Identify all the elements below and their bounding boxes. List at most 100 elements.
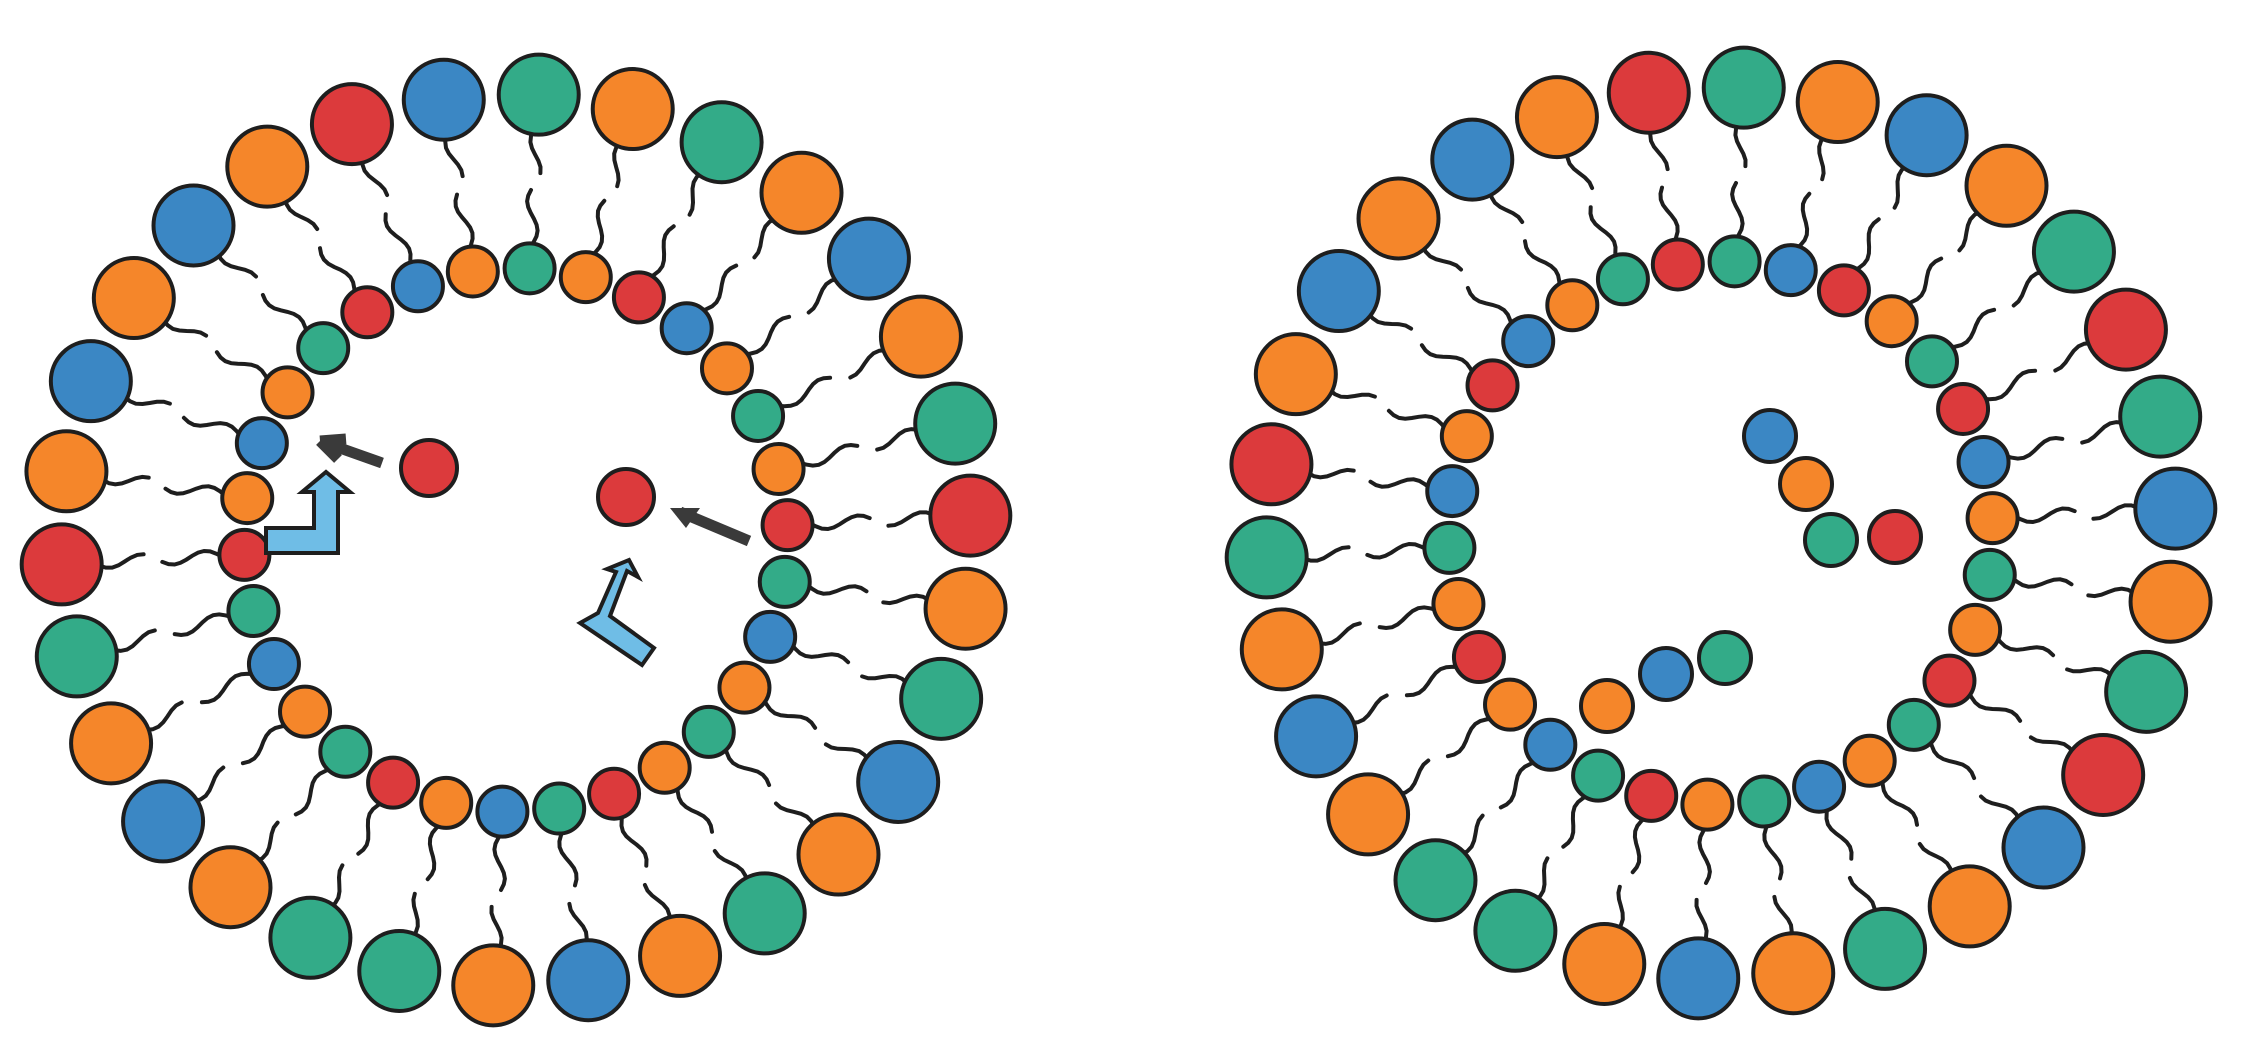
inner-lipid-head xyxy=(234,416,289,471)
outer-lipid-head xyxy=(856,739,941,824)
lipid-tail xyxy=(741,314,792,357)
outer-lipid-head xyxy=(1274,694,1359,779)
outer-lipid-head xyxy=(2104,649,2189,734)
outer-lipid-head xyxy=(34,614,119,699)
inner-lipid-head xyxy=(226,584,281,639)
lipid-tail xyxy=(293,766,335,817)
outer-lipid-head xyxy=(1239,607,1324,692)
lipid-tail xyxy=(1404,664,1462,698)
inner-lipid-head xyxy=(246,637,301,692)
inner-lipid-head xyxy=(1922,653,1977,708)
outer-lipid-head xyxy=(679,100,764,185)
lipid-tail xyxy=(1365,541,1430,560)
lipid-tail xyxy=(199,671,257,705)
outer-lipid-head xyxy=(899,656,984,741)
outer-lipid-head xyxy=(24,429,109,514)
inner-lipid-head xyxy=(390,259,445,314)
lipid-tail xyxy=(1658,185,1680,246)
lipid-tail xyxy=(1368,477,1433,491)
inner-lipid-head xyxy=(558,250,613,305)
outer-lipid-head xyxy=(1964,143,2049,228)
inner-lipid-head xyxy=(659,301,714,356)
outer-lipid-head xyxy=(638,913,723,998)
outer-lipid-head xyxy=(2083,287,2168,372)
inner-lipid-head xyxy=(366,755,421,810)
outer-lipid-head xyxy=(1229,422,1314,507)
lipid-tail xyxy=(1445,716,1496,759)
outer-lipid-head xyxy=(1656,936,1741,1021)
lipid-tail xyxy=(1523,239,1562,291)
inner-lipid-head xyxy=(757,554,812,609)
light-bent-arrow-icon xyxy=(264,469,356,555)
outer-lipid-head xyxy=(2118,374,2203,459)
outer-lipid-head xyxy=(826,216,911,301)
inner-lipid-head xyxy=(1956,434,2011,489)
inner-chain-lipid-head xyxy=(1867,509,1923,565)
inner-lipid-head xyxy=(278,684,333,739)
dark-arrowhead-icon xyxy=(670,508,700,528)
inner-lipid-head xyxy=(1483,677,1538,732)
lipid-tail xyxy=(1762,820,1784,881)
inner-lipid-head xyxy=(1936,381,1991,436)
inner-lipid-head xyxy=(743,609,798,664)
inner-lipid-head xyxy=(1864,294,1919,349)
lipid-tail xyxy=(797,442,860,468)
outer-lipid-head xyxy=(309,82,394,167)
inner-chain-lipid-head xyxy=(1697,630,1753,686)
lipid-tail xyxy=(318,246,357,298)
outer-lipid-head xyxy=(1701,45,1786,130)
inner-lipid-head xyxy=(1948,602,2003,657)
inner-lipid-head xyxy=(1545,278,1600,333)
outer-lipid-head xyxy=(1514,75,1599,160)
inner-lipid-head xyxy=(1431,577,1486,632)
inner-lipid-head xyxy=(502,241,557,296)
lipid-tail xyxy=(619,810,649,868)
outer-lipid-head xyxy=(121,779,206,864)
outer-lipid-head xyxy=(2031,209,2116,294)
dark-arrow-icon xyxy=(316,433,384,469)
lipid-tail xyxy=(1730,181,1745,243)
lipid-tail xyxy=(1386,408,1448,432)
outer-lipid-head xyxy=(19,522,104,607)
inner-chain-lipid-head xyxy=(1803,512,1859,568)
lipid-tail xyxy=(181,415,243,439)
lipid-tail xyxy=(453,192,475,253)
left-vesicle xyxy=(19,52,1013,1028)
inner-lipid-head xyxy=(1792,759,1847,814)
outer-lipid-head xyxy=(1224,515,1309,600)
lipid-tail xyxy=(1966,689,2023,723)
outer-lipid-head xyxy=(1473,888,1558,973)
outer-lipid-head xyxy=(1326,772,1411,857)
lipid-tail xyxy=(1561,792,1591,849)
outer-lipid-head xyxy=(923,566,1008,651)
lipid-tail xyxy=(557,827,579,888)
inner-lipid-head xyxy=(532,781,587,836)
lipid-tail xyxy=(1419,343,1476,377)
inner-lipid-head xyxy=(1465,358,1520,413)
lipid-tail xyxy=(2002,435,2065,461)
inner-lipid-head xyxy=(1422,520,1477,575)
inner-chain-lipid-head xyxy=(1638,646,1694,702)
inner-lipid-head xyxy=(1763,243,1818,298)
outer-lipid-head xyxy=(759,150,844,235)
inner-lipid-head xyxy=(587,766,642,821)
outer-lipid-head xyxy=(878,294,963,379)
outer-lipid-head xyxy=(91,256,176,341)
inner-lipid-head xyxy=(1624,768,1679,823)
lipid-tail xyxy=(1994,634,2056,658)
outer-lipid-head xyxy=(913,381,998,466)
outer-lipid-head xyxy=(546,938,631,1023)
inner-lipid-head xyxy=(1962,547,2017,602)
inner-lipid-head xyxy=(699,341,754,396)
outer-lipid-head xyxy=(1795,60,1880,145)
outer-lipid-head xyxy=(1843,906,1928,991)
outer-lipid-head xyxy=(2001,805,2086,890)
free-lipid-head xyxy=(399,438,459,498)
inner-lipid-head xyxy=(1650,237,1705,292)
lipid-tail xyxy=(214,350,271,384)
lipid-tail xyxy=(807,513,872,532)
inner-lipid-head xyxy=(217,527,272,582)
lipid-tail xyxy=(1697,823,1712,885)
inner-lipid-head xyxy=(340,285,395,340)
inner-lipid-head xyxy=(1965,491,2020,546)
